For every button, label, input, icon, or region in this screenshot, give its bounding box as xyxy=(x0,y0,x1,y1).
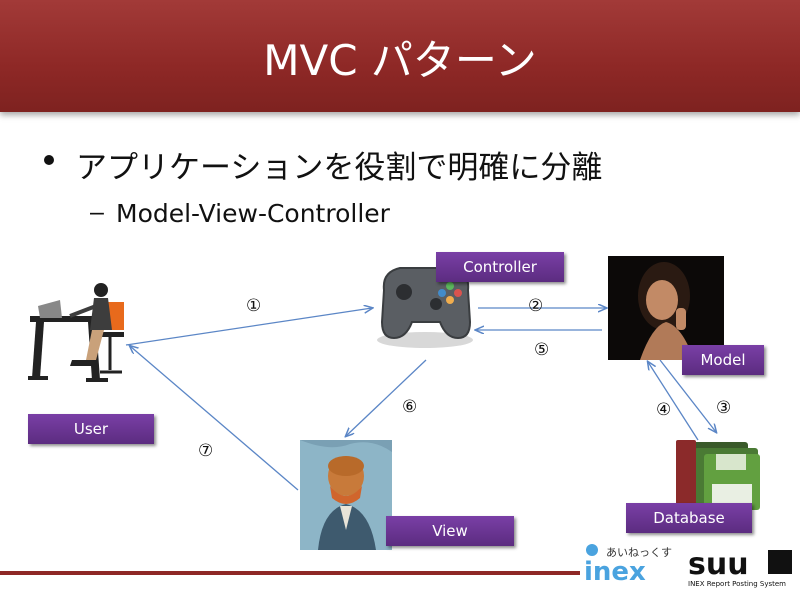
inex-hiragana: あいねっくす xyxy=(606,546,672,559)
model-illustration xyxy=(608,256,724,360)
database-illustration xyxy=(676,440,760,510)
user-illustration xyxy=(28,283,124,382)
database-label: Database xyxy=(626,503,752,533)
controller-label: Controller xyxy=(436,252,564,282)
suu-subtitle: INEX Report Posting System xyxy=(688,580,786,588)
suu-logo: suu INEX Report Posting System xyxy=(686,547,796,588)
sub-bullet-text: Model-View-Controller xyxy=(116,199,390,228)
bottom-rule xyxy=(0,571,580,575)
step-1: ① xyxy=(246,296,262,316)
arrow-step-3 xyxy=(659,359,716,432)
title-bar: MVC パターン xyxy=(0,0,800,112)
bullet-text: アプリケーションを役割で明確に分離 xyxy=(76,150,603,186)
step-6: ⑥ xyxy=(402,397,418,417)
step-4: ④ xyxy=(656,400,672,420)
model-label: Model xyxy=(682,345,764,375)
suu-logo-graphic: suu INEX Report Posting System xyxy=(688,547,792,588)
step-2: ② xyxy=(528,296,544,316)
user-label: User xyxy=(28,414,154,444)
arrow-step-1 xyxy=(125,308,372,346)
suu-word: suu xyxy=(688,547,749,582)
arrow-step-4 xyxy=(648,362,699,441)
sub-bullet-dash: – xyxy=(90,198,104,226)
controller-illustration xyxy=(377,267,473,348)
inex-logo-graphic: あいねっくす inex xyxy=(584,544,672,587)
slide-title: MVC パターン xyxy=(263,36,537,85)
arrow-step-7 xyxy=(130,346,299,491)
view-label: View xyxy=(386,516,514,546)
inex-word: inex xyxy=(584,557,646,587)
step-5: ⑤ xyxy=(534,340,550,360)
bullet-dot xyxy=(44,155,54,165)
inex-logo: あいねっくす inex xyxy=(582,540,682,587)
arrow-step-6 xyxy=(346,359,427,436)
step-3: ③ xyxy=(716,398,732,418)
step-7: ⑦ xyxy=(198,441,214,461)
view-illustration xyxy=(300,440,392,550)
